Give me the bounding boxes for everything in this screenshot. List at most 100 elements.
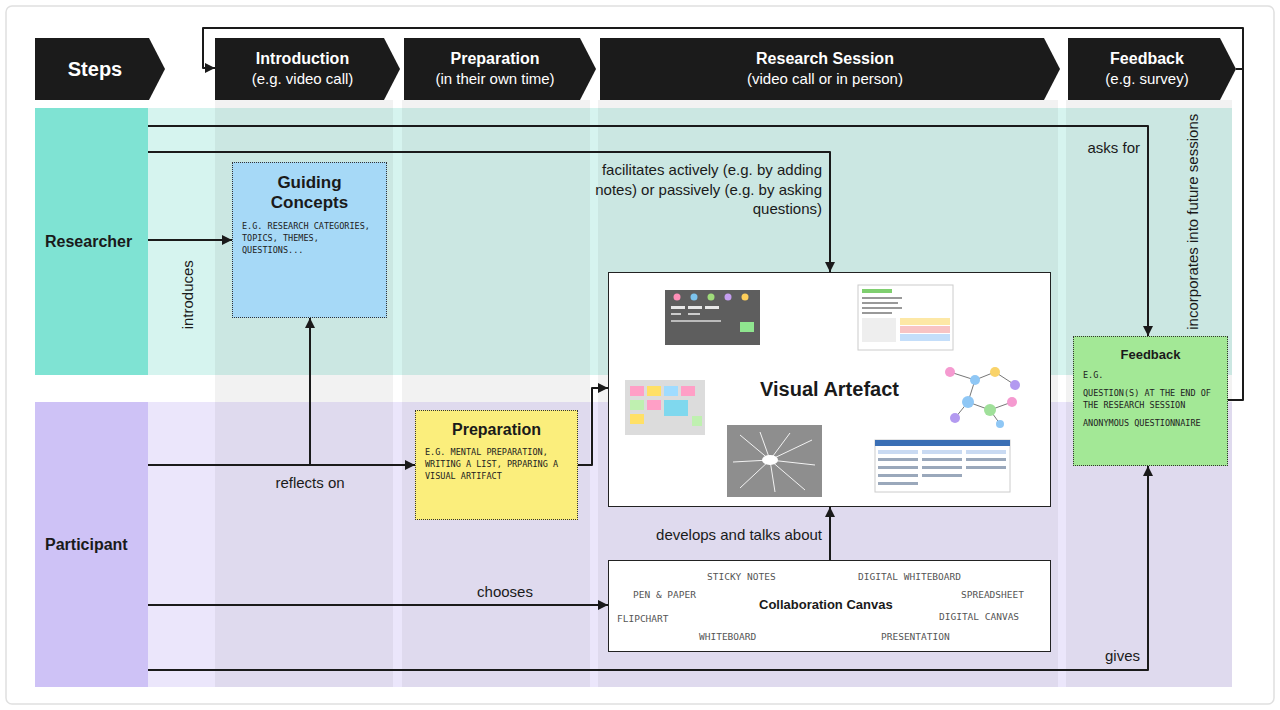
step-subtitle: (in their own time): [435, 69, 554, 89]
note-heading: Feedback: [1083, 347, 1218, 362]
thumbnail-detail: [862, 312, 892, 314]
thumbnail-table: [875, 440, 1010, 492]
canvas-option: DIGITAL WHITEBOARD: [858, 571, 961, 582]
canvas-option: WHITEBOARD: [699, 631, 756, 642]
edge-label: gives: [1084, 646, 1140, 666]
chevron-fill: [1068, 38, 1236, 100]
thumbnail-detail: [625, 380, 705, 435]
step-chevron: Feedback(e.g. survey): [1068, 38, 1236, 100]
thumbnail-detail: [691, 294, 698, 301]
step-column: [402, 100, 590, 687]
thumbnail-detail: [665, 290, 760, 345]
connector: [148, 466, 1148, 670]
thumbnail-detail: [900, 334, 950, 341]
step-subtitle: (video call or in person): [747, 69, 903, 89]
connector: [148, 464, 415, 466]
thumbnail-detail: [922, 474, 962, 477]
thumbnail-detail: [878, 466, 918, 469]
thumbnail-detail: [742, 294, 749, 301]
thumbnail-detail: [674, 294, 681, 301]
thumbnail-detail: [900, 326, 950, 333]
step-columns: [215, 100, 1232, 687]
thumbnail-detail: [671, 320, 721, 322]
thumbnail-detail: [681, 386, 695, 396]
thumbnail-detail: [966, 466, 1006, 469]
concept-note: Guiding ConceptsE.G. RESEARCH CATEGORIES…: [232, 162, 387, 318]
thumbnail-detail: [862, 318, 896, 342]
note-body: ANONYMOUS QUESTIONNAIRE: [1083, 418, 1218, 430]
thumbnail-detail: [740, 322, 754, 332]
edge-label: introduces: [177, 260, 197, 329]
thumbnail-detail: [858, 285, 953, 350]
edge-label: develops and talks about: [596, 525, 822, 545]
artefact-ground: [608, 272, 1051, 507]
step-chevron: Steps: [35, 38, 165, 100]
canvas-option: FLIPCHART: [617, 613, 668, 624]
canvas-box: Collaboration Canvas STICKY NOTES DIGITAL …: [608, 560, 1051, 652]
connector: [148, 604, 608, 606]
edge-label: chooses: [450, 582, 560, 602]
thumbnail-detail: [935, 360, 1035, 430]
canvas-option: STICKY NOTES: [707, 571, 776, 582]
thumbnail-detail: [862, 307, 902, 309]
thumbnail-detail: [708, 294, 715, 301]
thumbnail-detail: [878, 482, 918, 485]
thumbnail-spreadsheet: [858, 285, 953, 350]
chevron-shape: [215, 38, 400, 100]
thumbnail-mind-map: [727, 425, 822, 497]
chevron-fill: [404, 38, 596, 100]
thumbnail-detail: [862, 302, 898, 304]
thumbnail-detail: [705, 306, 719, 309]
loop-leader: [1236, 68, 1243, 70]
thumbnail-detail: [762, 455, 778, 465]
chevron-shape: [404, 38, 596, 100]
connector: [829, 507, 831, 560]
edge-label: incorporates into future sessions: [1183, 114, 1203, 330]
note-body: E.G. RESEARCH CATEGORIES, TOPICS, THEMES…: [242, 221, 377, 257]
thumbnail-detail: [862, 297, 902, 299]
thumbnail-detail: [1010, 380, 1020, 390]
thumbnail-detail: [878, 474, 918, 477]
chevron-fill: [35, 38, 165, 100]
thumbnail-detail: [922, 466, 962, 469]
edge-label: reflects on: [262, 473, 358, 493]
chevron-fill: [215, 38, 400, 100]
thumbnail-flowchart: [935, 360, 1035, 430]
artefact-box: Visual Artefact: [608, 272, 1051, 507]
edge-label: asks for: [1072, 138, 1140, 158]
step-title: Research Session: [756, 49, 894, 69]
thumbnail-detail: [962, 396, 974, 408]
feedback-note: FeedbackE.G. QUESTION(S) AT THE END OF TH…: [1073, 336, 1228, 466]
step-subtitle: (e.g. video call): [252, 69, 354, 89]
thumbnail-detail: [862, 289, 892, 293]
role-name: Researcher: [45, 233, 132, 251]
thumbnail-detail: [950, 372, 1015, 424]
thumbnail-detail: [630, 386, 644, 396]
note-body: E.G.: [1083, 370, 1218, 382]
thumbnail-detail: [900, 318, 950, 325]
thumbnail-detail: [875, 440, 1010, 492]
note-body: QUESTION(S) AT THE END OF THE RESEARCH S…: [1083, 388, 1218, 412]
thumbnail-detail: [630, 414, 644, 424]
canvas-option: PEN & PAPER: [633, 589, 696, 600]
canvas-heading: Collaboration Canvas: [759, 597, 893, 612]
thumbnail-detail: [970, 375, 980, 385]
note-heading: Preparation: [425, 421, 568, 439]
thumbnail-detail: [688, 313, 700, 315]
thumbnail-detail: [990, 367, 1000, 377]
thumbnail-detail: [647, 400, 661, 410]
chevron-shape: [1068, 38, 1236, 100]
thumbnail-detail: [966, 450, 1006, 454]
thumbnail-detail: [984, 404, 996, 416]
thumbnail-detail: [727, 425, 822, 497]
role-name: Participant: [45, 536, 128, 554]
thumbnail-detail: [878, 458, 918, 461]
thumbnail-detail: [733, 432, 815, 492]
step-chevron: Preparation(in their own time): [404, 38, 596, 100]
thumbnail-detail: [725, 294, 732, 301]
chevron-fill: [600, 38, 1060, 100]
note-body: E.G. MENTAL PREPARATION, WRITING A LIST,…: [425, 447, 568, 483]
thumbnail-detail: [922, 450, 962, 454]
step-title: Feedback: [1110, 49, 1184, 69]
step-title: Preparation: [451, 49, 540, 69]
